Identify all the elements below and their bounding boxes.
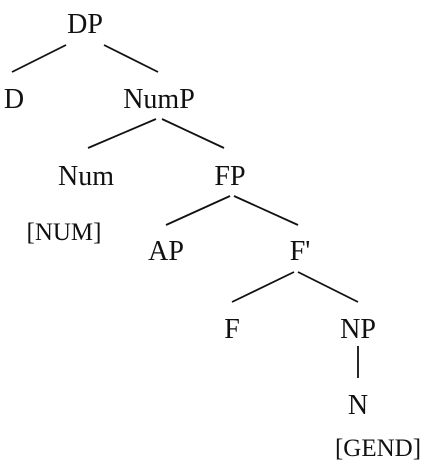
node-f-bar: F': [290, 236, 311, 267]
edge-fp-ap: [165, 195, 231, 226]
feature-gend-label: [GEND]: [335, 435, 421, 462]
node-fp: FP: [214, 161, 245, 192]
node-f: F: [224, 314, 240, 345]
edge-nump-num: [87, 118, 157, 149]
edge-nump-fp: [161, 118, 225, 149]
edge-fbar-np: [297, 271, 359, 303]
node-np: NP: [340, 314, 376, 345]
edge-fp-fbar: [233, 195, 299, 226]
edge-dp-d: [11, 44, 67, 73]
node-nump: NumP: [123, 84, 195, 115]
edge-dp-nump: [103, 44, 159, 73]
node-n: N: [348, 390, 368, 421]
feature-num-label: [NUM]: [27, 219, 102, 246]
edge-fbar-f: [231, 271, 295, 303]
node-dp: DP: [67, 9, 103, 40]
node-d: D: [4, 84, 24, 115]
node-num: Num: [58, 161, 114, 192]
node-ap: AP: [148, 236, 184, 267]
